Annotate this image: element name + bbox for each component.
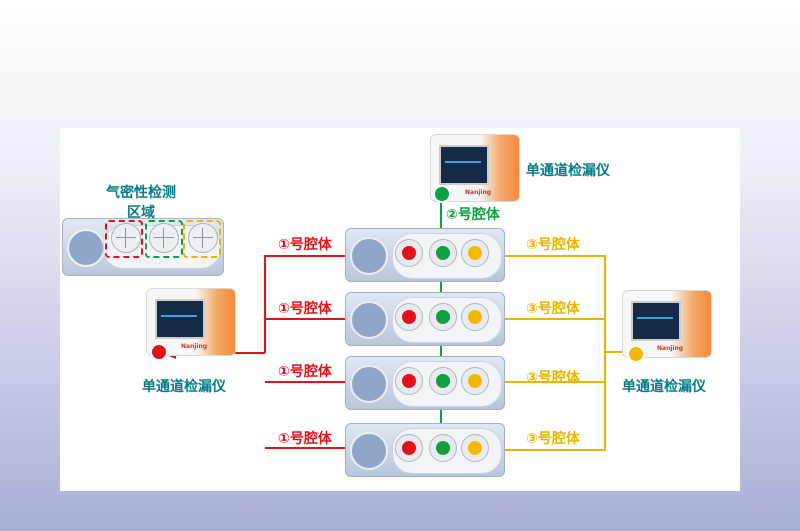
- cavity3-label: ③号腔体: [526, 237, 580, 253]
- device-label-left: 单通道检漏仪: [142, 379, 226, 395]
- port-cavity2: [429, 434, 457, 462]
- yellow-indicator-icon: [627, 345, 645, 363]
- test-cell-icon: [188, 223, 218, 253]
- cavity2-label: ②号腔体: [446, 207, 500, 223]
- leak-tester-left: Nanjing: [146, 288, 236, 361]
- diagram-panel: 气密性检测 区域 Nanjing: [60, 128, 740, 491]
- device-brand: Nanjing: [465, 189, 492, 196]
- cavity1-label: ①号腔体: [278, 237, 332, 253]
- fixture-row-1: [345, 228, 505, 282]
- cavity1-label: ①号腔体: [278, 431, 332, 447]
- red-indicator-icon: [150, 343, 168, 361]
- device-screen: [155, 299, 205, 339]
- airtight-fixture: [62, 218, 224, 276]
- airtight-area-title: 气密性检测 区域: [106, 182, 176, 222]
- airtight-title-line2: 区域: [127, 205, 155, 221]
- port-cavity2: [429, 303, 457, 331]
- port-cavity3: [461, 434, 489, 462]
- fixture-end-cap: [350, 301, 388, 339]
- fixture-row-4: [345, 423, 505, 477]
- port-cavity3: [461, 239, 489, 267]
- test-cell-icon: [149, 223, 179, 253]
- port-cavity1: [395, 434, 423, 462]
- red-dashed-zone: [105, 220, 143, 258]
- device-screen: [439, 145, 489, 185]
- port-cavity1: [395, 367, 423, 395]
- port-cavity1: [395, 303, 423, 331]
- fixture-row-3: [345, 356, 505, 410]
- cavity3-label: ③号腔体: [526, 301, 580, 317]
- cavity1-label: ①号腔体: [278, 364, 332, 380]
- port-cavity3: [461, 367, 489, 395]
- port-cavity2: [429, 367, 457, 395]
- port-cavity1: [395, 239, 423, 267]
- fixture-row-2: [345, 292, 505, 346]
- device-brand: Nanjing: [181, 343, 208, 350]
- green-dashed-zone: [145, 220, 183, 258]
- fixture-end-cap: [350, 365, 388, 403]
- yellow-dashed-zone: [183, 220, 221, 258]
- leak-tester-top: Nanjing: [430, 134, 520, 203]
- fixture-end-cap: [350, 237, 388, 275]
- device-brand: Nanjing: [657, 345, 684, 352]
- device-label-top: 单通道检漏仪: [526, 163, 610, 179]
- cavity3-label: ③号腔体: [526, 431, 580, 447]
- fixture-end-cap: [350, 432, 388, 470]
- cavity3-label: ③号腔体: [526, 370, 580, 386]
- airtight-title-line1: 气密性检测: [106, 185, 176, 201]
- port-cavity3: [461, 303, 489, 331]
- leak-tester-right: Nanjing: [622, 290, 712, 363]
- device-screen: [631, 301, 681, 341]
- green-indicator-icon: [433, 185, 451, 203]
- test-cell-icon: [111, 223, 141, 253]
- cavity1-label: ①号腔体: [278, 301, 332, 317]
- fixture-end-cap: [67, 229, 105, 267]
- device-label-right: 单通道检漏仪: [622, 379, 706, 395]
- port-cavity2: [429, 239, 457, 267]
